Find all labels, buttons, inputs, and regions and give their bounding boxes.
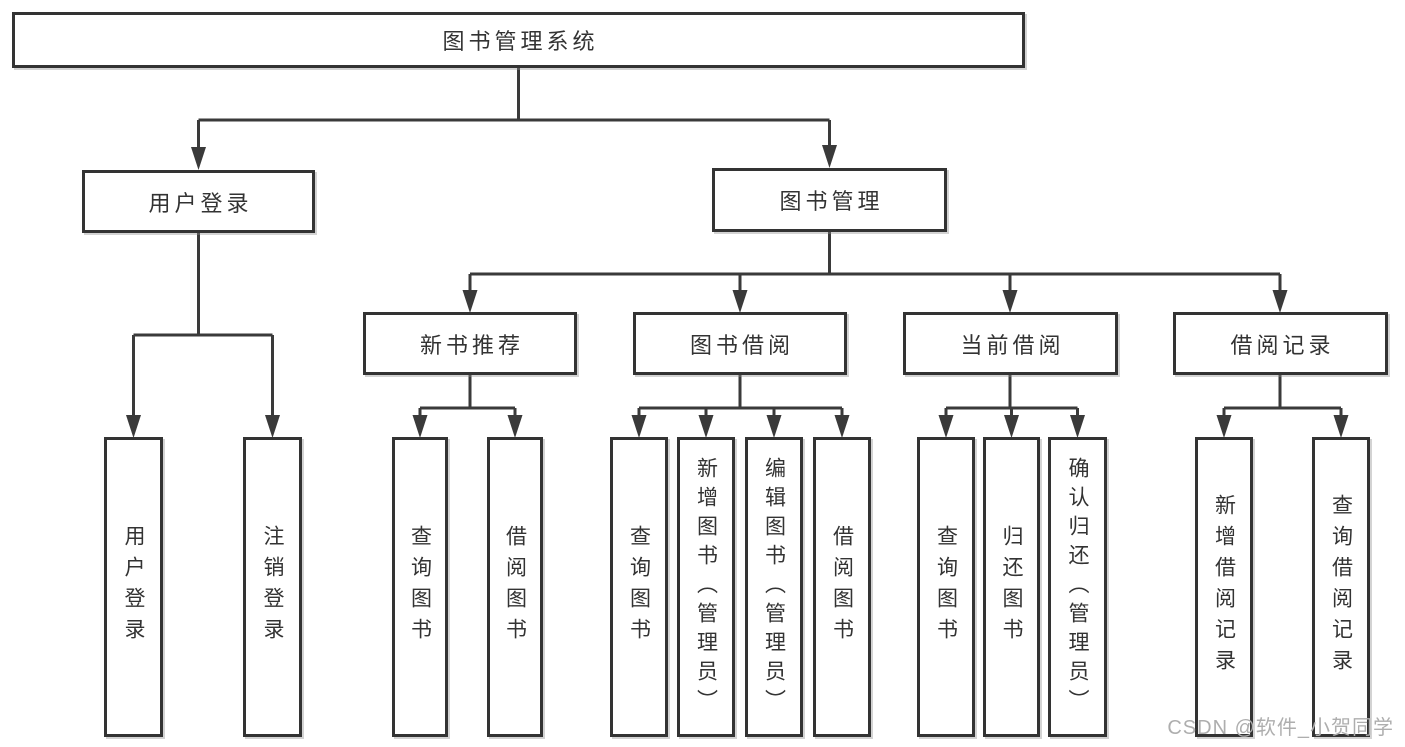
leaf-borrow-add-books-admin: 新增图书（管理员） bbox=[677, 437, 735, 737]
node-book-borrow: 图书借阅 bbox=[633, 312, 847, 375]
leaf-user-login: 用户登录 bbox=[104, 437, 163, 737]
leaf-borrow-add-books-admin-label: 新增图书（管理员） bbox=[694, 456, 718, 718]
node-book-borrow-label: 图书借阅 bbox=[689, 332, 794, 358]
leaf-borrow-edit-books-admin-label: 编辑图书（管理员） bbox=[762, 456, 786, 718]
leaf-current-return-books-label: 归还图书 bbox=[1000, 525, 1023, 649]
leaf-record-query-label: 查询借阅记录 bbox=[1329, 494, 1353, 680]
node-new-book-recommend-label: 新书推荐 bbox=[419, 332, 524, 358]
node-library-management-system-label: 图书管理系统 bbox=[442, 29, 599, 54]
leaf-borrow-edit-books-admin: 编辑图书（管理员） bbox=[745, 437, 803, 737]
leaf-newbook-query-books-label: 查询图书 bbox=[408, 525, 432, 649]
node-current-borrow-label: 当前借阅 bbox=[960, 332, 1065, 358]
connector-new-book-to-leaves bbox=[412, 375, 523, 438]
connector-book-borrow-to-leaves bbox=[631, 375, 850, 438]
node-book-management-branch-label: 图书管理 bbox=[779, 189, 884, 214]
node-book-management-branch: 图书管理 bbox=[712, 168, 947, 232]
connector-current-borrow-to-leaves bbox=[938, 375, 1085, 438]
node-library-management-system: 图书管理系统 bbox=[12, 12, 1025, 68]
leaf-logout: 注销登录 bbox=[243, 437, 302, 737]
leaf-current-query-books-label: 查询图书 bbox=[934, 525, 958, 649]
leaf-borrow-borrow-books: 借阅图书 bbox=[813, 437, 871, 737]
leaf-record-add-label: 新增借阅记录 bbox=[1212, 494, 1236, 680]
leaf-record-add: 新增借阅记录 bbox=[1195, 437, 1253, 737]
leaf-record-query: 查询借阅记录 bbox=[1312, 437, 1370, 737]
leaf-logout-label: 注销登录 bbox=[261, 525, 284, 649]
leaf-current-return-books: 归还图书 bbox=[983, 437, 1040, 737]
node-borrow-record: 借阅记录 bbox=[1173, 312, 1388, 375]
connector-book-management-to-level3 bbox=[462, 232, 1288, 313]
connector-user-login-to-leaves bbox=[126, 233, 280, 438]
leaf-borrow-query-books: 查询图书 bbox=[610, 437, 668, 737]
connector-borrow-record-to-leaves bbox=[1216, 375, 1349, 438]
leaf-user-login-label: 用户登录 bbox=[122, 525, 145, 649]
node-borrow-record-label: 借阅记录 bbox=[1230, 332, 1335, 358]
node-current-borrow: 当前借阅 bbox=[903, 312, 1118, 375]
leaf-borrow-borrow-books-label: 借阅图书 bbox=[830, 525, 854, 649]
node-new-book-recommend: 新书推荐 bbox=[363, 312, 577, 375]
leaf-borrow-query-books-label: 查询图书 bbox=[627, 525, 651, 649]
leaf-current-query-books: 查询图书 bbox=[917, 437, 975, 737]
leaf-newbook-borrow-books: 借阅图书 bbox=[487, 437, 543, 737]
leaf-current-confirm-return-admin-label: 确认归还（管理员） bbox=[1066, 456, 1089, 718]
leaf-newbook-borrow-books-label: 借阅图书 bbox=[503, 525, 527, 649]
connector-root-to-level2 bbox=[191, 68, 837, 170]
leaf-newbook-query-books: 查询图书 bbox=[392, 437, 448, 737]
node-user-login-branch-label: 用户登录 bbox=[148, 190, 253, 216]
csdn-watermark: CSDN @软件_小贺同学 bbox=[1167, 717, 1394, 739]
leaf-current-confirm-return-admin: 确认归还（管理员） bbox=[1048, 437, 1107, 737]
node-user-login-branch: 用户登录 bbox=[82, 170, 315, 233]
